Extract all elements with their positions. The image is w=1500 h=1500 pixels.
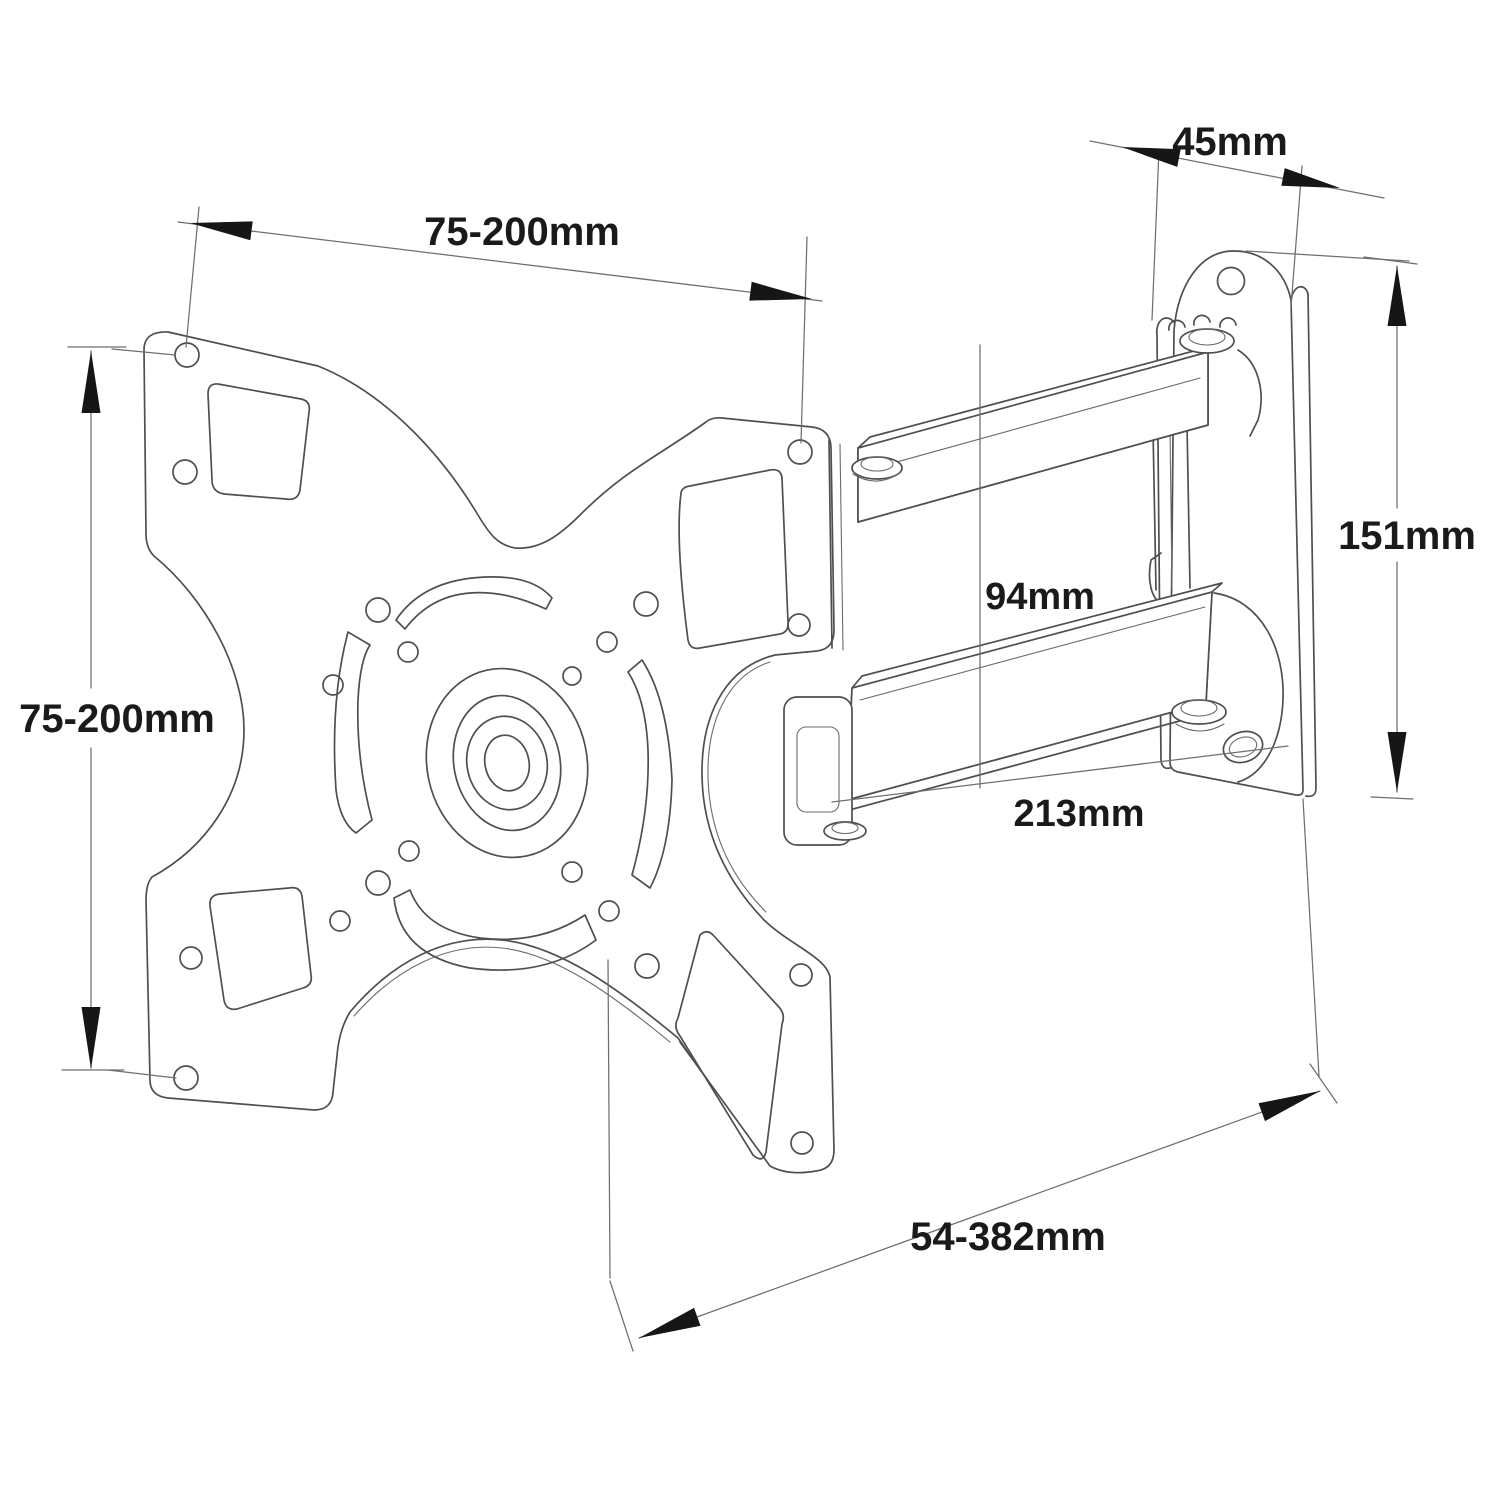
wall-plate-bottom-slot bbox=[1222, 730, 1264, 764]
arrowhead bbox=[1281, 168, 1340, 188]
plate-flange-edge bbox=[839, 443, 844, 651]
lower-hinge-bolt bbox=[1171, 699, 1227, 725]
dim-arm-length: 213mm bbox=[831, 745, 1289, 835]
cutout-bottom-right bbox=[675, 930, 785, 1160]
wall-plate-left-flange-top bbox=[1155, 317, 1175, 337]
wall-plate-top-screw-hole bbox=[1216, 266, 1246, 296]
dimensions: 75-200mm 75-200mm 45mm bbox=[19, 120, 1476, 1352]
lower-arm bbox=[846, 591, 1213, 801]
dim-arm-spacing-label: 94mm bbox=[985, 576, 1095, 618]
wall-plate-left-flange bbox=[1156, 335, 1171, 770]
pivot-column-edge bbox=[1152, 427, 1157, 591]
lower-hinge-bolt-head bbox=[1180, 699, 1218, 717]
hub-center-hole bbox=[483, 734, 531, 792]
dim-wall-plate-depth-label: 45mm bbox=[1172, 120, 1288, 164]
plate-hole bbox=[598, 900, 620, 922]
cutout-bottom-left bbox=[209, 886, 313, 1011]
cutout-top-right bbox=[678, 468, 789, 650]
arrowhead bbox=[1387, 266, 1407, 326]
plate-hole bbox=[398, 840, 420, 862]
vesa-hole bbox=[787, 613, 811, 637]
cutout-top-left bbox=[207, 383, 311, 501]
cutout-kidney-bottom bbox=[393, 889, 597, 971]
plate-hole bbox=[561, 861, 583, 883]
wall-plate-right-flange bbox=[1305, 293, 1317, 798]
swivel-hub bbox=[425, 667, 589, 859]
vesa-plate bbox=[143, 331, 903, 1174]
plate-hole bbox=[322, 674, 344, 696]
hub-ring bbox=[452, 694, 562, 832]
dim-arm-spacing: 94mm bbox=[979, 344, 1095, 789]
dim-arm-length-label: 213mm bbox=[1014, 793, 1145, 835]
lower-arm-chamfer bbox=[859, 606, 1206, 701]
plate-hinge-washer bbox=[852, 471, 902, 482]
arm-end-bolt bbox=[823, 821, 867, 841]
arrowhead bbox=[1387, 732, 1407, 792]
dim-vesa-width-label: 75-200mm bbox=[424, 210, 620, 254]
plate-hole bbox=[562, 666, 582, 686]
arrowhead bbox=[81, 1007, 101, 1069]
plate-hole bbox=[634, 953, 660, 979]
plate-edge-thickness bbox=[707, 661, 771, 913]
dim-wall-plate-height: 151mm bbox=[1245, 250, 1476, 800]
plate-hole bbox=[633, 591, 659, 617]
upper-arm-chamfer bbox=[874, 377, 1201, 469]
upper-arm bbox=[857, 351, 1209, 523]
articulating-arm bbox=[783, 314, 1284, 846]
plate-hole bbox=[329, 910, 351, 932]
arrowhead bbox=[749, 281, 812, 301]
hub-ring-outer bbox=[425, 667, 589, 859]
vesa-hole bbox=[179, 946, 203, 970]
arm-end-bolt-head bbox=[831, 821, 859, 835]
pivot-column-highlight bbox=[1169, 425, 1173, 590]
hinge-screw-bump bbox=[1219, 317, 1237, 328]
dim-extension-range: 54-382mm bbox=[607, 798, 1338, 1352]
plate-edge-thickness bbox=[353, 946, 671, 1043]
hinge-screw-bump bbox=[1193, 314, 1211, 326]
plate-hole bbox=[596, 631, 618, 653]
plate-hinge-bolt-head bbox=[860, 456, 894, 472]
cutout-kidney-top bbox=[395, 576, 553, 630]
arrowhead bbox=[639, 1307, 701, 1338]
plate-hole bbox=[397, 641, 419, 663]
arm-end-cap bbox=[783, 696, 853, 846]
lower-hinge-washer bbox=[1175, 723, 1225, 732]
dim-vesa-width: 75-200mm bbox=[177, 206, 823, 444]
upper-hinge-bolt bbox=[1179, 328, 1235, 354]
dim-vesa-height-label: 75-200mm bbox=[19, 697, 215, 741]
arrowhead bbox=[81, 351, 101, 413]
dim-wall-plate-height-label: 151mm bbox=[1338, 514, 1476, 558]
wall-plate-right-flange-top bbox=[1290, 285, 1309, 303]
vesa-hole bbox=[172, 459, 198, 485]
dim-vesa-height: 75-200mm bbox=[19, 346, 215, 1079]
upper-hinge-knuckle bbox=[1237, 349, 1262, 437]
upper-hinge-bolt-head bbox=[1188, 328, 1226, 346]
arrowhead bbox=[1122, 147, 1181, 167]
cutout-kidney-right bbox=[627, 659, 673, 889]
hinge-screw-bump bbox=[1168, 319, 1186, 331]
arrowhead bbox=[190, 221, 253, 241]
pivot-column-edge bbox=[1186, 423, 1191, 589]
vesa-hole bbox=[789, 963, 813, 987]
arrowhead bbox=[1258, 1091, 1320, 1122]
wall-plate-bottom-slot-inner bbox=[1228, 736, 1258, 758]
plate-hole bbox=[365, 870, 391, 896]
vesa-hole bbox=[787, 439, 813, 465]
vesa-plate-outline bbox=[143, 331, 835, 1174]
arm-end-cap-slot bbox=[796, 726, 840, 813]
vesa-hole bbox=[790, 1131, 814, 1155]
cutout-kidney-left bbox=[333, 631, 373, 834]
dim-extension-range-label: 54-382mm bbox=[910, 1215, 1106, 1259]
plate-flange-edge bbox=[828, 439, 833, 649]
hub-ring bbox=[465, 715, 549, 811]
dim-wall-plate-depth: 45mm bbox=[1089, 120, 1385, 321]
lower-hinge-knuckle bbox=[1213, 592, 1284, 783]
plate-hole bbox=[365, 597, 391, 623]
